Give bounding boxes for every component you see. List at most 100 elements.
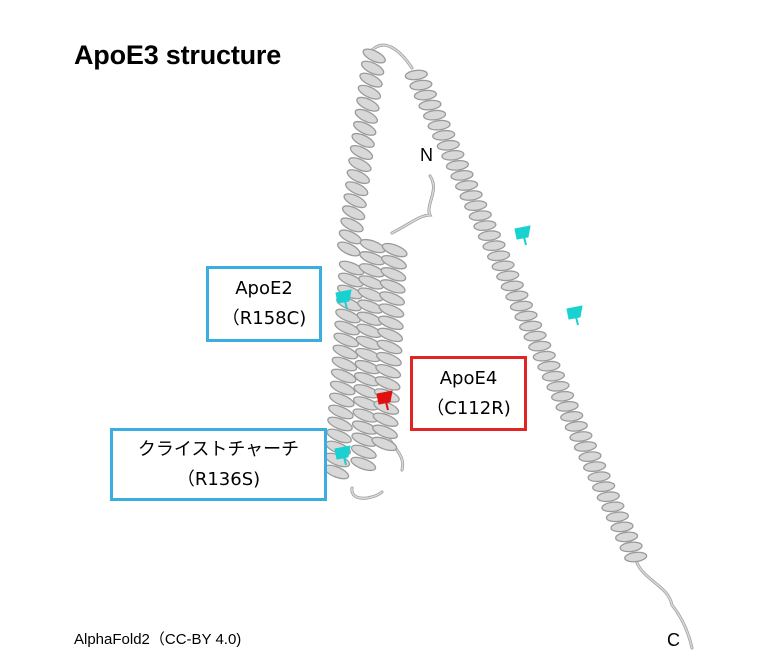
helix-turn — [573, 441, 597, 452]
helix-turn — [473, 220, 497, 231]
helix-turn — [551, 390, 575, 402]
helix-turn — [610, 521, 634, 533]
helix-turn — [578, 451, 602, 462]
helix-turn — [459, 190, 483, 201]
helix-turn — [332, 344, 359, 360]
helix-turn — [496, 270, 520, 282]
helix-turn — [356, 96, 380, 112]
helix-turn — [337, 272, 364, 288]
helix-turn — [505, 290, 529, 302]
christchurch-label-box: クライストチャーチ （R136S) — [110, 428, 327, 501]
n-terminus-label: N — [420, 145, 433, 165]
helix-turn — [381, 242, 408, 258]
helix-turn — [359, 72, 383, 88]
apoe2-name: ApoE2 — [235, 278, 293, 299]
helix-turn — [514, 310, 538, 322]
helix-turn — [328, 392, 355, 408]
residue-diagonal-1-stick — [522, 232, 527, 246]
helix-turn — [360, 60, 385, 76]
helix-turn — [377, 315, 404, 331]
apoe2-mutation: （R158C) — [221, 308, 307, 329]
residue-r136s — [334, 445, 351, 460]
helix-turn — [546, 380, 570, 392]
residue-diagonal-1 — [514, 225, 531, 240]
helix-turn — [418, 99, 442, 111]
helix-turn — [379, 279, 406, 294]
apoe4-label-box: ApoE4 （C112R) — [410, 356, 527, 431]
helix-turn — [541, 370, 565, 382]
helix-turn — [375, 351, 402, 367]
helix-turn — [357, 84, 382, 100]
christchurch-name: クライストチャーチ — [137, 438, 300, 460]
helix-turn — [374, 376, 401, 391]
helix-long-diagonal — [404, 69, 648, 563]
helix-turn — [491, 260, 515, 272]
helix-turn — [413, 89, 437, 101]
helix-turn — [423, 109, 447, 121]
helix-top-vertical — [337, 48, 386, 257]
helix-turn — [346, 169, 370, 185]
helix-turn — [371, 436, 398, 452]
helix-turn — [569, 431, 593, 442]
helix-turn — [404, 69, 428, 81]
helix-turn — [605, 511, 629, 523]
helix-turn — [587, 471, 611, 483]
helix-turn — [340, 217, 364, 233]
helix-turn — [353, 120, 377, 136]
helix-turn — [341, 205, 366, 221]
top-connector-loop-core — [371, 44, 413, 69]
residue-c112r — [376, 390, 393, 405]
helix-turn — [343, 193, 367, 209]
helix-turn — [619, 541, 643, 553]
helix-turn — [601, 501, 625, 513]
helix-turn — [624, 551, 648, 563]
helix-turn — [326, 428, 352, 444]
helix-turn — [335, 308, 361, 324]
c-terminal-tail-core — [635, 559, 693, 649]
helix-bundle-inner — [371, 242, 408, 452]
helix-turn — [349, 144, 374, 161]
apoe2-label-box: ApoE2 （R158C) — [206, 266, 322, 342]
n-terminal-loop — [390, 174, 436, 235]
helix-turn — [596, 491, 620, 503]
helix-turn — [381, 254, 407, 270]
credit-text: AlphaFold2（CC-BY 4.0) — [74, 631, 242, 648]
helix-turn — [350, 456, 377, 472]
helix-turn — [378, 303, 405, 318]
helix-turn — [334, 320, 360, 336]
helix-turn — [338, 260, 365, 276]
bottom-loop-left-core — [351, 487, 383, 500]
helix-turn — [445, 160, 469, 171]
c-terminus-label: C — [667, 630, 680, 650]
helix-turn — [500, 280, 524, 292]
residue-diagonal-2-stick — [574, 312, 579, 326]
helix-turn — [351, 132, 375, 148]
helix-turn — [468, 210, 492, 221]
helix-turn — [592, 481, 616, 493]
helix-turn — [409, 79, 433, 91]
helix-turn — [532, 350, 556, 362]
helix-turn — [555, 401, 579, 412]
helix-turn — [375, 363, 402, 379]
helix-turn — [329, 380, 356, 396]
helix-turn — [333, 332, 360, 348]
helix-turn — [477, 230, 501, 242]
figure-title: ApoE3 structure — [74, 40, 282, 70]
helix-turn — [450, 170, 474, 181]
helix-turn — [537, 360, 561, 372]
helix-turn — [528, 340, 552, 352]
helix-turn — [348, 157, 372, 173]
helix-turn — [331, 356, 358, 372]
helix-turn — [350, 444, 377, 459]
apoe4-name: ApoE4 — [439, 367, 498, 389]
apoe4-mutation: （C112R) — [426, 397, 511, 419]
helix-turn — [464, 200, 488, 211]
helix-turn — [455, 180, 479, 191]
helix-turn — [330, 368, 357, 384]
helix-turn — [436, 139, 460, 151]
helix-turn — [432, 129, 456, 141]
helix-turn — [583, 461, 607, 472]
helix-turn — [615, 531, 639, 543]
